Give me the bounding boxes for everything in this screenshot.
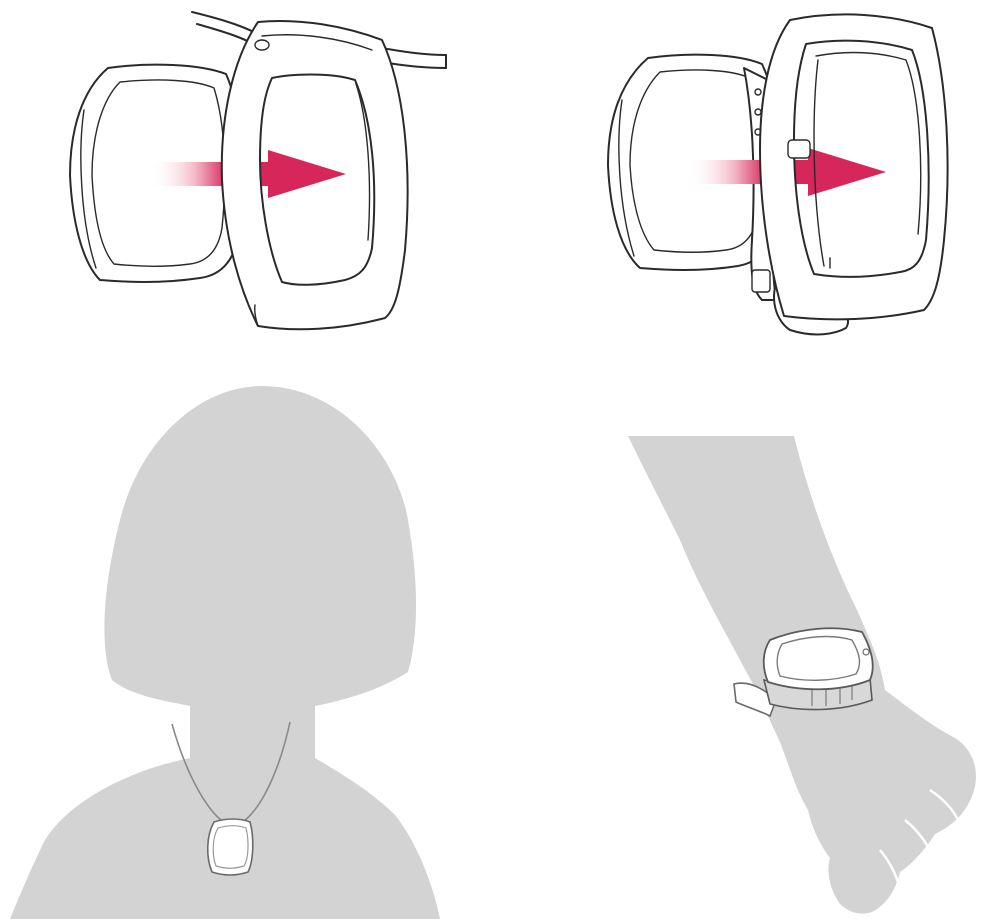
panel-wear-pendant	[10, 386, 440, 919]
panel-wristband-insert	[608, 14, 948, 334]
panel-wear-wrist	[628, 436, 976, 914]
panel-pendant-insert	[70, 12, 446, 329]
